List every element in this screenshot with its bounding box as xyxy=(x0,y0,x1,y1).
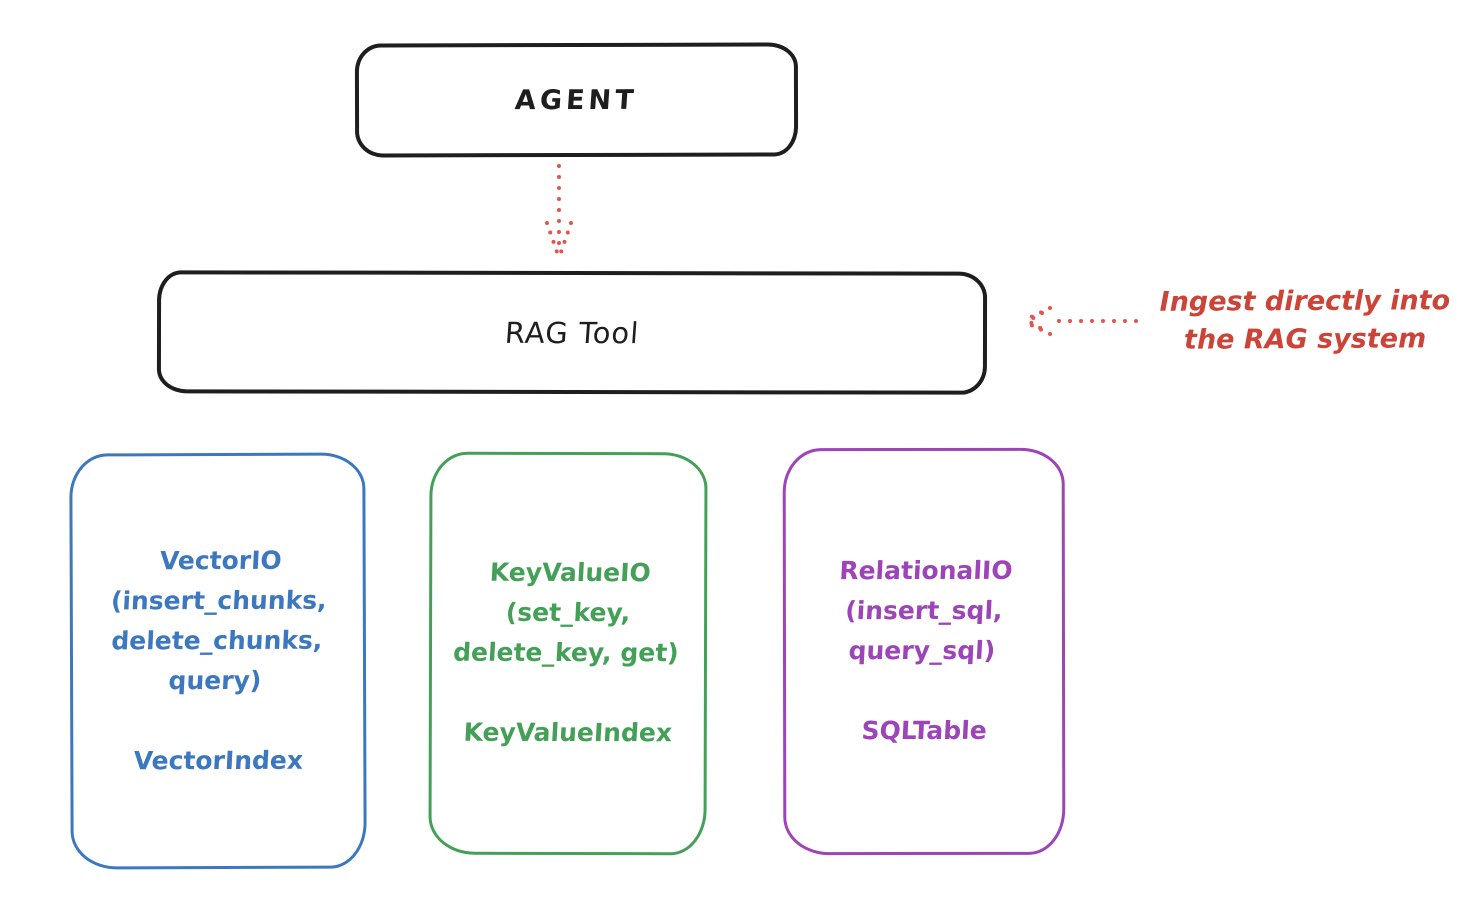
key-value-io-node: KeyValueIO (set_key, delete_key, get) Ke… xyxy=(428,451,708,856)
agent-node: AGENT xyxy=(354,42,799,158)
arrowhead-inner-stroke xyxy=(1023,311,1044,331)
vector-io-node: VectorIO (insert_chunks, delete_chunks, … xyxy=(69,452,367,870)
arrowhead-bottom-stroke xyxy=(1021,319,1052,336)
key-value-io-title-line: delete_key, get) xyxy=(452,637,680,668)
vector-io-title-line: query) xyxy=(167,665,263,696)
annotation-ingest: Ingest directly into the RAG system xyxy=(1135,282,1475,360)
vector-io-index-label: VectorIndex xyxy=(133,745,304,776)
agent-label: AGENT xyxy=(514,84,639,116)
vector-io-title: VectorIO (insert_chunks, delete_chunks, … xyxy=(69,540,367,701)
relational-io-index-label: SQLTable xyxy=(860,715,988,746)
relational-io-title-line: query_sql) xyxy=(847,635,996,666)
annotation-line-2: the RAG system xyxy=(1183,323,1427,356)
dotted-down-arrow xyxy=(545,164,573,260)
relational-io-title-line: (insert_sql, xyxy=(844,595,1004,626)
key-value-io-title-line: KeyValueIO xyxy=(489,557,652,588)
relational-io-title-line: RelationalIO xyxy=(838,555,1014,586)
vector-io-title-line: (insert_chunks, xyxy=(110,585,328,616)
arrowhead-left-stroke xyxy=(545,221,561,260)
arrowhead-top-stroke xyxy=(1021,306,1052,323)
key-value-io-title-line: (set_key, xyxy=(505,597,632,628)
annotation-line-1: Ingest directly into xyxy=(1159,285,1451,318)
rag-tool-label: RAG Tool xyxy=(503,315,641,350)
arrowhead-right-stroke xyxy=(557,221,573,260)
vector-io-title-line: VectorIO xyxy=(159,545,283,576)
rag-tool-node: RAG Tool xyxy=(156,270,988,395)
key-value-io-title: KeyValueIO (set_key, delete_key, get) xyxy=(429,553,708,674)
dotted-left-arrow xyxy=(1021,306,1138,336)
relational-io-node: RelationalIO (insert_sql, query_sql) SQL… xyxy=(782,447,1066,856)
vector-io-title-line: delete_chunks, xyxy=(110,625,324,656)
key-value-io-index-label: KeyValueIndex xyxy=(462,717,673,748)
relational-io-title: RelationalIO (insert_sql, query_sql) xyxy=(783,551,1065,671)
